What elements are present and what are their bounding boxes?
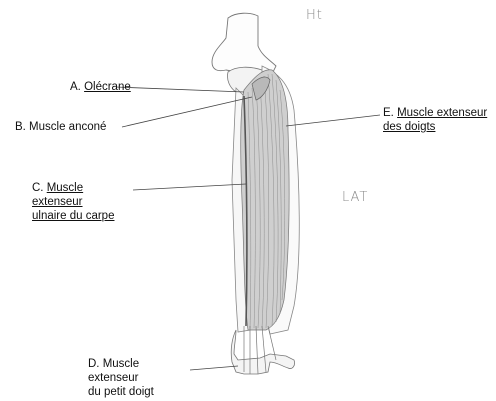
leader-line-c (133, 184, 246, 190)
label-d-line3: du petit doigt (88, 385, 154, 399)
label-d-line2: extenseur (88, 371, 154, 385)
label-c-line2: extenseur (32, 195, 114, 209)
label-e-letter: E. (383, 107, 394, 119)
leader-line-d (190, 366, 238, 370)
label-c-letter: C. (32, 182, 44, 194)
label-a: A. Olécrane (70, 80, 131, 94)
label-a-name: Olécrane (84, 81, 131, 93)
leader-line-b (122, 97, 252, 127)
muscle-group (241, 70, 290, 330)
label-a-letter: A. (70, 81, 81, 93)
label-b: B. Muscle anconé (15, 120, 106, 134)
leader-line-e (286, 115, 380, 126)
label-c: C. Muscle extenseur ulnaire du carpe (32, 181, 114, 223)
lateral-orientation-label: LAT (342, 190, 368, 205)
label-d: D. Muscle extenseur du petit doigt (88, 357, 154, 399)
humerus-outline (212, 13, 276, 76)
label-e-line2: des doigts (383, 120, 487, 134)
label-e-line1: Muscle extenseur (397, 107, 487, 119)
label-c-line3: ulnaire du carpe (32, 209, 114, 223)
leader-line-a (116, 87, 244, 92)
label-d-line1: D. Muscle (88, 357, 154, 371)
top-orientation-label: Ht (306, 8, 323, 23)
label-e: E. Muscle extenseur des doigts (383, 106, 487, 134)
label-c-line1: Muscle (47, 182, 83, 194)
